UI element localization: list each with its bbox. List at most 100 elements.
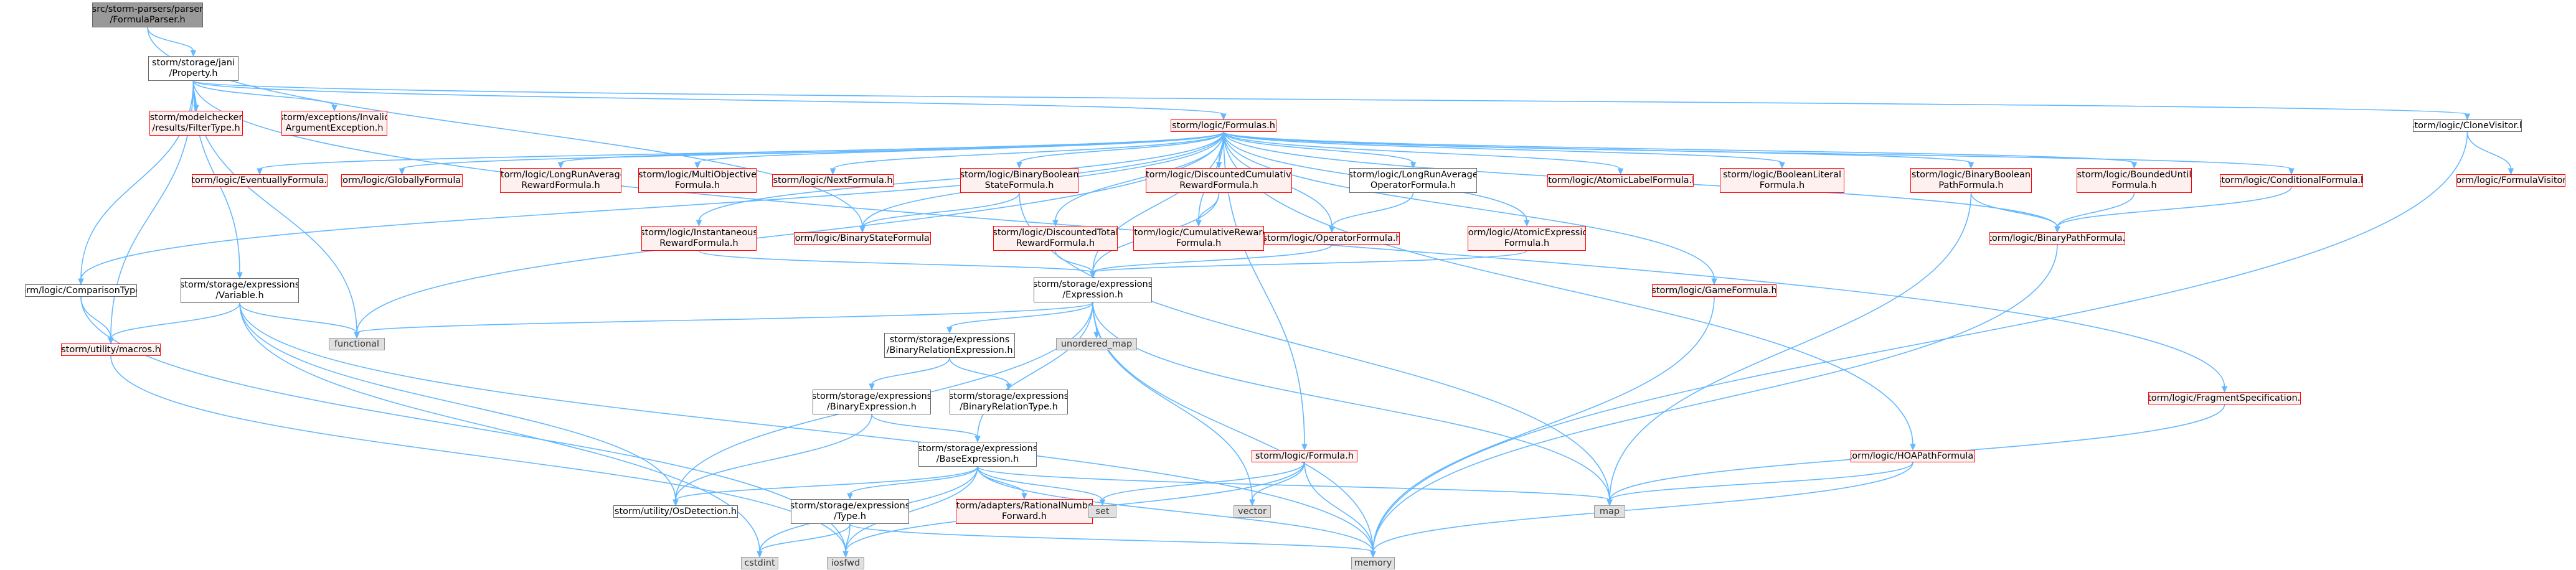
arrowhead-formulas-to-atomicexpr [1524,220,1530,227]
edge-cloneVisitor-to-memory [1372,131,2468,553]
node-lravgop[interactable]: storm/logic/LongRunAverage OperatorFormu… [1349,168,1477,193]
arrowhead-formulas-to-eventually [257,168,263,175]
edge-exprtype-to-memory [849,523,1374,553]
edge-baseexpr-to-iosfwd [845,466,978,553]
node-variable[interactable]: storm/storage/expressions /Variable.h [181,278,299,303]
node-cumulreward[interactable]: storm/logic/CumulativeReward Formula.h [1133,226,1264,251]
node-unorderedmap[interactable]: unordered_map [1056,338,1137,350]
edge-variable-to-memory [239,302,1374,553]
arrowhead-formulas-to-multiobj [694,162,701,169]
edge-boolstate-to-map [1019,192,1610,501]
edge-exprtype-to-iosfwd [845,523,851,553]
node-atomiclabel[interactable]: storm/logic/AtomicLabelFormula.h [1547,174,1694,187]
arrowhead-conditional-to-binarypath [2054,226,2060,233]
node-binreltype[interactable]: storm/storage/expressions /BinaryRelatio… [950,390,1068,414]
edge-operator-to-expression [1092,244,1333,273]
arrowhead-formulas-to-boolliteral [1779,162,1785,169]
node-disctotal[interactable]: storm/logic/DiscountedTotal RewardFormul… [993,226,1118,251]
node-conditional[interactable]: storm/logic/ConditionalFormula.h [2220,174,2363,187]
node-boolliteral[interactable]: storm/logic/BooleanLiteral Formula.h [1720,168,1844,193]
edge-comparison-to-macros [80,296,111,339]
node-next[interactable]: storm/logic/NextFormula.h [772,174,894,187]
edge-binarypath-to-memory [1372,244,2058,553]
edge-jani-to-formulas [192,80,1224,115]
node-cloneVisitor[interactable]: storm/logic/CloneVisitor.h [2413,119,2522,132]
node-binarypath[interactable]: storm/logic/BinaryPathFormula.h [1989,232,2125,245]
edge-formulas-to-lravgreward [560,131,1224,164]
arrowhead-baseexpr-to-osdetect [672,499,679,507]
arrowhead-jani-to-cloneVisitor [2464,113,2471,121]
node-boolpath[interactable]: storm/logic/BinaryBoolean PathFormula.h [1910,168,2032,193]
node-cstdint[interactable]: cstdint [741,557,778,569]
node-iosfwd[interactable]: iosfwd [827,557,864,569]
node-bounded[interactable]: storm/logic/BoundedUntil Formula.h [2077,168,2192,193]
node-globally[interactable]: storm/logic/GloballyFormula.h [341,174,463,187]
edge-baseexpr-to-osdetect [675,466,978,501]
edge-baseexpr-to-set [977,466,1103,501]
node-multiobj[interactable]: storm/logic/MultiObjective Formula.h [638,168,757,193]
edge-hoapath-to-map [1609,462,1913,501]
arrowhead-jani-to-fragment [2221,386,2228,393]
node-root[interactable]: src/storm-parsers/parser /FormulaParser.… [92,2,203,27]
edge-bounded-to-binarypath [2057,192,2135,228]
edge-formulas-to-bounded [1223,131,2135,164]
node-binarystate[interactable]: storm/logic/BinaryStateFormula.h [794,232,931,245]
node-disccumul[interactable]: storm/logic/DiscountedCumulative RewardF… [1146,168,1292,193]
edge-formula-to-vector [1252,462,1305,501]
edge-binrelexpr-to-binexpr [871,357,950,385]
edge-variable-to-functional [239,302,357,334]
node-binexpr[interactable]: storm/storage/expressions /BinaryExpress… [813,390,931,414]
node-operator[interactable]: storm/logic/OperatorFormula.h [1264,232,1400,245]
node-formula[interactable]: storm/logic/Formula.h [1252,450,1357,462]
arrowhead-formulas-to-conditional [2288,168,2295,175]
node-hoapath[interactable]: storm/logic/HOAPathFormula.h [1851,450,1975,462]
node-fragment[interactable]: storm/logic/FragmentSpecification.h [2148,392,2301,404]
arrowhead-formulas-to-lravgop [1410,162,1417,169]
edge-lravgop-to-operator [1331,192,1414,228]
arrowhead-formula-to-set [1099,499,1106,507]
edge-formulas-to-expression [1092,131,1224,273]
node-formulas[interactable]: storm/logic/Formulas.h [1171,119,1276,132]
edge-variable-to-osdetect [239,302,676,501]
node-expression[interactable]: storm/storage/expressions /Expression.h [1034,278,1152,302]
edge-expression-to-vector [1092,302,1253,501]
node-filtertype[interactable]: storm/modelchecker /results/FilterType.h [149,111,243,136]
node-boolstate[interactable]: storm/logic/BinaryBoolean StateFormula.h [960,168,1078,193]
arrowhead-formulas-to-formula [1301,444,1308,451]
node-exprtype[interactable]: storm/storage/expressions /Type.h [791,499,909,524]
node-instant[interactable]: storm/logic/Instantaneous RewardFormula.… [641,226,757,251]
edge-root-to-jani [147,27,194,52]
node-lravgreward[interactable]: storm/logic/LongRunAverage RewardFormula… [500,168,621,193]
edge-baseexpr-to-memory [977,466,1374,553]
node-memory[interactable]: memory [1351,557,1395,569]
node-rational[interactable]: storm/adapters/RationalNumber Forward.h [956,499,1093,524]
node-comparison[interactable]: storm/logic/ComparisonType.h [25,284,137,297]
node-osdetect[interactable]: storm/utility/OsDetection.h [613,505,738,518]
edge-instant-to-expression [698,250,1093,273]
node-macros[interactable]: storm/utility/macros.h [61,343,161,356]
arrowhead-cloneVisitor-to-formulaVisitor [2508,168,2514,175]
arrowhead-jani-to-variable [237,272,243,279]
node-vector[interactable]: vector [1234,505,1271,518]
node-gameformula[interactable]: storm/logic/GameFormula.h [1652,284,1776,297]
node-functional[interactable]: functional [329,338,385,350]
arrowhead-lravgop-to-operator [1329,226,1335,233]
node-jani[interactable]: storm/storage/jani /Property.h [148,56,238,81]
node-set[interactable]: set [1088,505,1116,518]
node-binrelexpr[interactable]: storm/storage/expressions /BinaryRelatio… [884,333,1015,358]
edge-jani-to-invalidarg [192,80,335,106]
arrowhead-exprtype-to-memory [1370,551,1376,558]
node-map[interactable]: map [1594,505,1625,518]
node-eventually[interactable]: storm/logic/EventuallyFormula.h [192,174,328,187]
node-atomicexpr[interactable]: storm/logic/AtomicExpression Formula.h [1468,226,1586,251]
edge-disctotal-to-expression [1055,250,1093,273]
node-baseexpr[interactable]: storm/storage/expressions /BaseExpressio… [918,442,1037,467]
node-invalidarg[interactable]: storm/exceptions/Invalid ArgumentExcepti… [281,111,387,136]
edge-baseexpr-to-exprtype [849,466,978,495]
edge-gameformula-to-memory [1372,296,1715,553]
edge-formulas-to-comparison [80,131,1224,280]
arrowhead-formulas-to-globally [399,168,405,175]
arrowhead-exprtype-to-cstdint [757,551,763,558]
node-formulaVisitor[interactable]: storm/logic/FormulaVisitor.h [2456,174,2565,187]
